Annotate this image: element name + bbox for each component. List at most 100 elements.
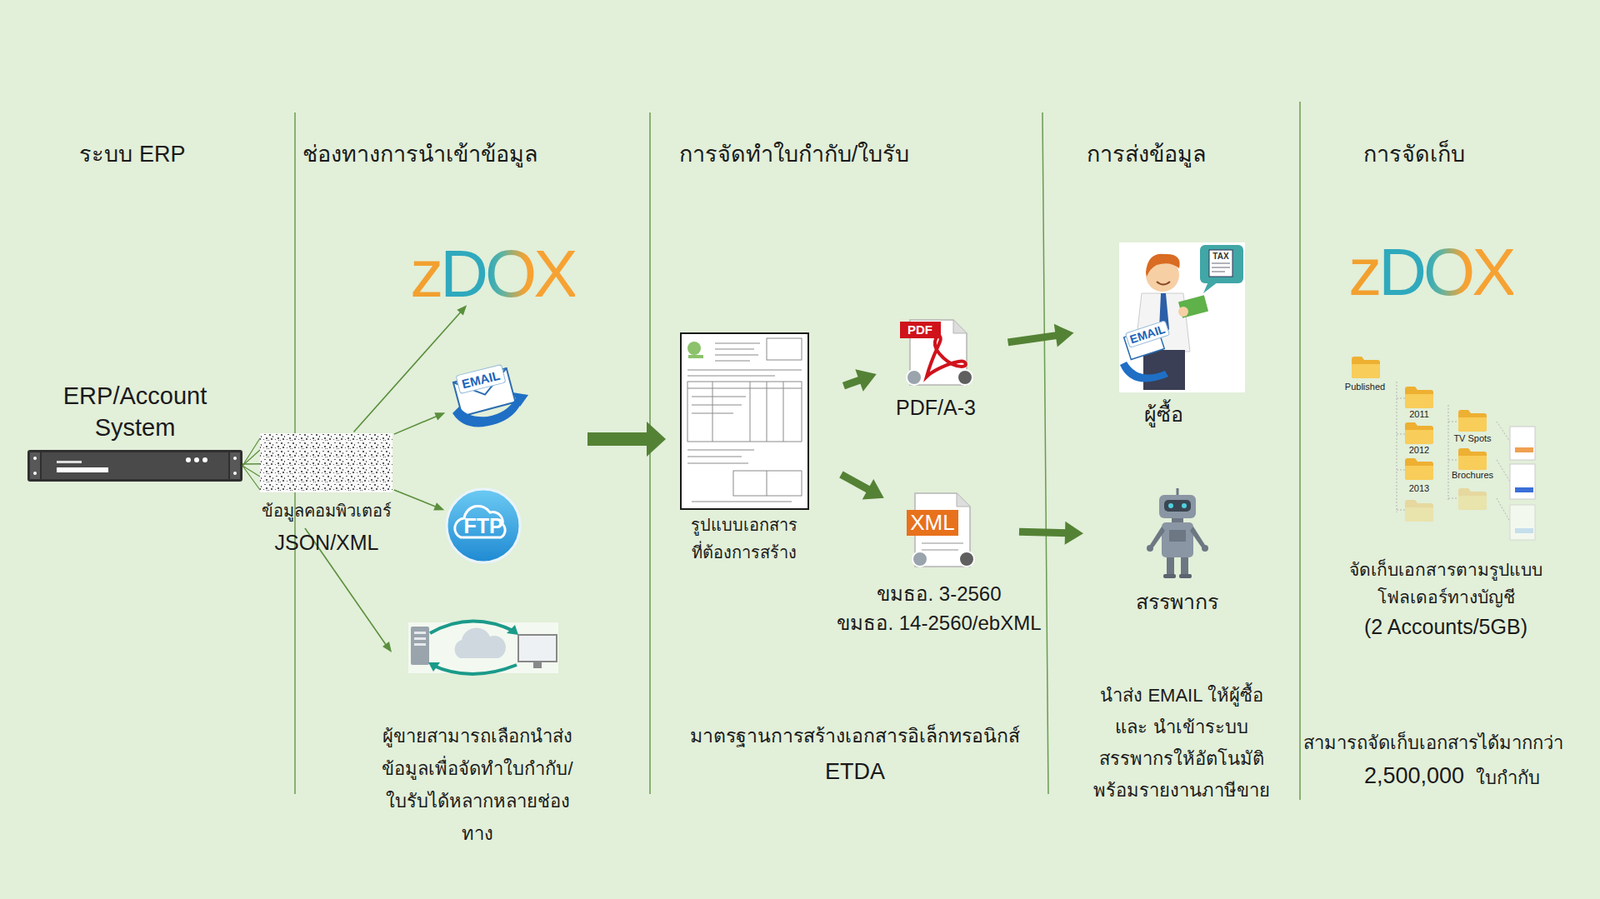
buyer-illustration xyxy=(1143,350,1185,390)
buyer-illustration xyxy=(1211,267,1230,269)
document-preview xyxy=(691,501,792,503)
buyer-illustration xyxy=(1200,245,1244,284)
column-divider xyxy=(1299,101,1301,800)
icon-label: TAX xyxy=(1209,251,1233,262)
folder-tree xyxy=(1510,505,1535,540)
xml-icon xyxy=(906,493,975,567)
folder-tree xyxy=(1496,460,1510,482)
folder-tree xyxy=(1496,498,1510,522)
document-preview xyxy=(687,388,802,390)
xml-icon xyxy=(921,543,964,550)
column-header: การส่งข้อมูล xyxy=(896,140,1397,169)
robot-illustration xyxy=(1181,503,1187,509)
icon-label: EMAIL xyxy=(1125,320,1170,349)
fan-lines xyxy=(242,438,260,466)
buyer-illustration xyxy=(1203,281,1219,294)
document-preview xyxy=(687,375,775,377)
folder-tree xyxy=(1396,398,1405,400)
server-icon xyxy=(230,452,240,480)
document-preview xyxy=(766,470,768,496)
buyer-illustration xyxy=(1209,250,1233,277)
leader-arrow xyxy=(382,641,392,653)
flow-arrow xyxy=(353,305,467,432)
capacity-unit: ใบกำกับ xyxy=(1475,766,1540,790)
arrow-head xyxy=(855,369,876,391)
robot-illustration xyxy=(1176,488,1180,495)
folder-tree xyxy=(1396,434,1405,435)
pdf-icon xyxy=(957,370,973,385)
pdf-icon xyxy=(900,321,941,339)
arrow-head xyxy=(1054,324,1075,348)
robot-illustration xyxy=(1190,526,1205,548)
document-preview xyxy=(687,338,802,502)
document-preview xyxy=(715,349,755,350)
document-preview xyxy=(687,341,701,355)
folder-tree xyxy=(1351,356,1380,379)
column-header: การจัดทำใบกำกับ/ใบรับ xyxy=(544,140,1045,169)
document-caption: รูปแบบเอกสาร ที่ต้องการสร้าง xyxy=(688,511,801,567)
robot-illustration xyxy=(1146,545,1154,552)
data-texture xyxy=(260,433,393,493)
cloud-sync-icon xyxy=(408,622,559,674)
arrow-head xyxy=(433,502,445,510)
cloud-sync-icon xyxy=(455,628,506,659)
xml-node: XMLขมธอ. 3-2560ขมธอ. 14-2560/ebXML xyxy=(905,492,978,568)
robot-illustration xyxy=(1161,522,1194,558)
fan-lines xyxy=(242,465,260,477)
pdf-icon xyxy=(906,370,922,385)
arrow-head xyxy=(1065,521,1084,545)
email-icon xyxy=(512,392,529,407)
standard-code: ขมธอ. 3-2560 xyxy=(689,581,1190,607)
robot-illustration xyxy=(1163,574,1176,579)
folder-tree xyxy=(1515,487,1534,493)
flow-arrow xyxy=(1008,324,1075,348)
block-arrow xyxy=(587,421,666,457)
column-divider xyxy=(1042,112,1049,795)
buyer-illustration xyxy=(1178,295,1209,319)
document-node: รูปแบบเอกสาร ที่ต้องการสร้าง xyxy=(680,333,809,510)
cloud-sync-icon xyxy=(414,631,426,635)
column-note: สามารถจัดเก็บเอกสารได้มากกว่า xyxy=(1183,731,1600,755)
folder-tree xyxy=(1396,381,1398,513)
folder-tree xyxy=(1458,410,1487,432)
arrow-head xyxy=(434,412,445,420)
buyer-illustration xyxy=(1119,242,1245,393)
document-preview xyxy=(687,450,755,451)
folder-tree xyxy=(1515,447,1534,453)
ftp-icon xyxy=(446,489,520,563)
storage-caption: จัดเก็บเอกสารตามรูปแบบ โฟลเดอร์ทางบัญชี xyxy=(1345,555,1546,611)
document-preview xyxy=(691,396,746,398)
server-icon xyxy=(56,460,82,464)
robot-illustration xyxy=(1179,574,1192,579)
xml-icon xyxy=(921,549,959,551)
server-icon xyxy=(33,456,37,460)
arrow-line xyxy=(242,463,260,465)
arrow-line xyxy=(394,490,437,508)
folder-tree xyxy=(1510,464,1535,500)
flow-arrow xyxy=(1019,521,1084,545)
document-preview xyxy=(766,338,802,360)
folder-tree-node: Published201120122013TV SpotsBrochuresจั… xyxy=(1341,354,1542,542)
folder-tree xyxy=(1448,421,1459,423)
buyer-illustration xyxy=(1178,306,1189,317)
robot-illustration xyxy=(1146,488,1209,579)
column-note: ผู้ขายสามารถเลือกนำส่งข้อมูลเพื่อจัดทำใบ… xyxy=(375,720,580,850)
arrow-line xyxy=(394,415,439,435)
folder-tree xyxy=(1396,510,1405,511)
fan-lines xyxy=(242,465,260,490)
flow-arrow xyxy=(840,474,884,500)
robot-illustration xyxy=(1159,495,1196,519)
server-icon xyxy=(233,471,237,475)
cloud-sync-icon xyxy=(518,635,557,662)
pdf-node: PDFPDF/A-3 xyxy=(900,318,975,387)
logo-node: zDOX xyxy=(1351,246,1510,297)
document-preview xyxy=(783,381,785,442)
icon-label: FTP xyxy=(450,513,517,539)
robot-illustration xyxy=(1171,518,1184,523)
cloud-sync-icon xyxy=(410,626,430,665)
fan-lines xyxy=(242,438,260,490)
folder-label: Published xyxy=(1115,381,1600,393)
standard-name: ETDA xyxy=(605,757,1105,786)
standard-code: ขมธอ. 14-2560/ebXML xyxy=(689,610,1190,636)
